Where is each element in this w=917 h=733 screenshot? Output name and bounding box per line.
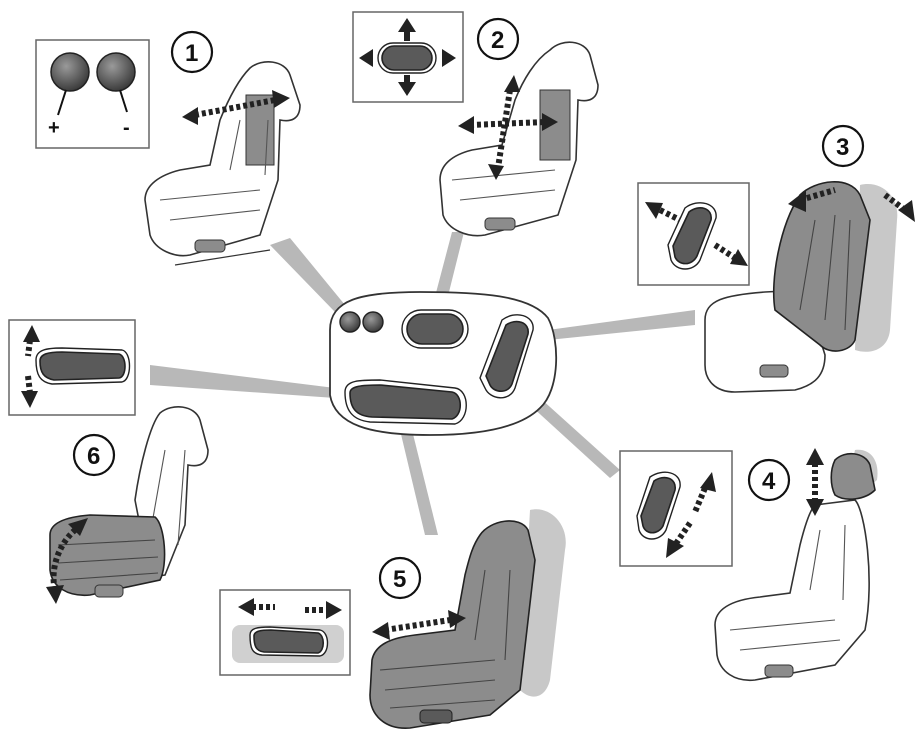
lumbar-plus-knob[interactable]	[339, 311, 361, 333]
height-switch-inset[interactable]	[381, 45, 433, 71]
fore-aft-switch-inset[interactable]	[253, 629, 325, 654]
lumbar-plus-button[interactable]	[50, 52, 90, 92]
cushion-switch[interactable]	[349, 384, 462, 420]
panel-backrest: 3	[637, 124, 915, 393]
backrest-switch-inset[interactable]	[672, 207, 712, 265]
callout-3: 3	[836, 134, 849, 161]
seat-4	[714, 449, 878, 681]
panel-headrest: 4	[619, 448, 878, 681]
beam-5	[400, 430, 438, 535]
panel-cushion-tilt: 6	[8, 319, 209, 604]
lumbar-plus-label: +	[48, 117, 60, 139]
beam-1	[270, 238, 345, 312]
backrest-switch[interactable]	[485, 320, 529, 393]
lumbar-inset-box	[35, 39, 150, 149]
seat-5	[369, 509, 566, 729]
callout-2: 2	[491, 27, 504, 54]
lumbar-minus-button[interactable]	[96, 52, 136, 92]
lumbar-minus-knob[interactable]	[362, 311, 384, 333]
lumbar-minus-label: -	[123, 117, 130, 139]
panel-seat-height: 2	[352, 11, 599, 237]
beam-3	[548, 310, 695, 340]
panel-lumbar: + - 1	[35, 30, 301, 266]
connector-beams	[150, 232, 695, 535]
beam-4	[530, 398, 620, 478]
cushion-switch-inset[interactable]	[39, 351, 126, 381]
head-adjust-switch[interactable]	[406, 313, 464, 345]
seat-3	[704, 181, 898, 393]
callout-5: 5	[393, 566, 406, 593]
seat-1	[144, 61, 301, 266]
seat-6	[49, 406, 209, 598]
callout-6: 6	[87, 443, 100, 470]
callout-4: 4	[762, 468, 776, 495]
beam-6	[150, 365, 335, 398]
headrest-switch-inset[interactable]	[640, 476, 676, 534]
beam-2	[432, 232, 464, 308]
door-switch-pack	[329, 291, 558, 436]
callout-1: 1	[185, 40, 198, 67]
panel-fore-aft: 5	[219, 509, 566, 729]
